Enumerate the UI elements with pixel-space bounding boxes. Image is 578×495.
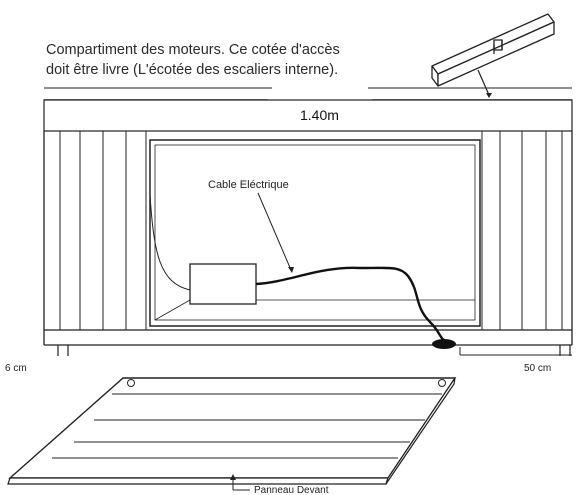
front-panel	[7, 377, 457, 485]
beam-pointer-arrow	[486, 93, 492, 98]
access-note-line-2: doit être livre (L'écotée des escaliers …	[46, 62, 338, 78]
access-note-line-1: Compartiment des moteurs. Ce cotée d'acc…	[46, 42, 340, 58]
cable-socket	[432, 339, 456, 349]
cable-pointer-arrow	[288, 267, 294, 273]
right-gap-label: 50 cm	[524, 363, 551, 374]
front-panel-label: Panneau Devant	[254, 485, 329, 495]
support-beam	[431, 13, 555, 87]
top-rail	[43, 87, 573, 132]
left-wire	[149, 194, 191, 291]
electrical-cable	[255, 266, 445, 342]
cable-pointer-line	[257, 192, 292, 271]
panel-pointer-arrow	[230, 474, 236, 480]
left-gap-label: 6 cm	[5, 363, 27, 374]
motor-box	[189, 263, 257, 305]
width-dimension-label: 1.40m	[300, 107, 339, 123]
cable-label: Cable Eléctrique	[208, 179, 289, 191]
enclosure-body	[43, 131, 573, 356]
beam-pointer-line	[477, 69, 490, 96]
